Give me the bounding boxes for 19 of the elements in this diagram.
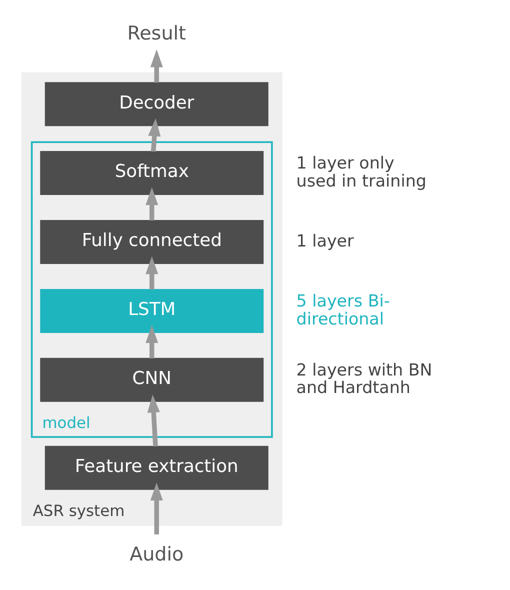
arrow bbox=[146, 256, 158, 289]
node-box: Decoder bbox=[44, 82, 268, 126]
node-box: Feature extraction bbox=[44, 445, 268, 490]
node-text: Result bbox=[127, 22, 186, 44]
node-label: 1 layer bbox=[296, 230, 354, 250]
arrow bbox=[146, 324, 158, 358]
node-box: CNN bbox=[40, 357, 264, 402]
arrow bbox=[150, 48, 163, 82]
arrow bbox=[146, 186, 158, 220]
arrow bbox=[150, 482, 163, 534]
node-box: Softmax bbox=[40, 150, 264, 195]
arrow bbox=[148, 118, 161, 152]
node-label: 1 layer only used in training bbox=[296, 153, 426, 190]
node-text: Audio bbox=[130, 542, 184, 565]
node-label: 5 layers Bi-directional bbox=[296, 290, 390, 328]
arrow bbox=[147, 394, 160, 446]
node-box: Fully connected bbox=[40, 220, 264, 264]
node-box: LSTM bbox=[40, 288, 264, 332]
node-label: 2 layers with BN and Hardtanh bbox=[296, 360, 432, 397]
